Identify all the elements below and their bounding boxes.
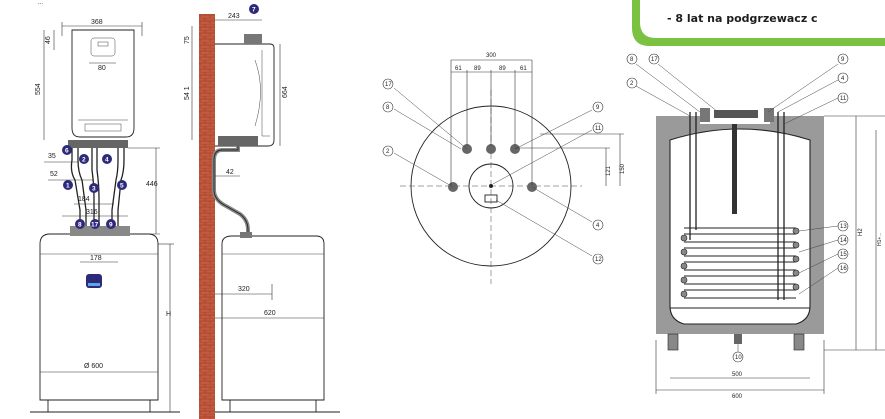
svg-text:9: 9 [596,105,600,111]
dim-diameter: Ø 600 [84,363,103,370]
dim-150: 150 [620,163,626,174]
svg-text:11: 11 [840,96,847,102]
svg-text:10: 10 [735,355,742,361]
dim-top: 46 [45,36,52,44]
dim-320: 320 [238,286,250,293]
side-view: 243 7 75 54 1 664 42 320 620 [184,4,340,419]
dim-664: 664 [282,86,289,98]
dim-316: 316 [86,209,98,216]
svg-text:5: 5 [120,183,124,190]
section-callouts: 8 17 9 2 4 11 13 14 15 16 10 [626,53,849,363]
dim-300: 300 [486,53,497,59]
svg-text:1: 1 [66,183,70,190]
dim-52: 52 [50,171,58,178]
svg-text:17: 17 [651,57,658,63]
dim-500: 500 [732,372,743,378]
dim-620: 620 [264,310,276,317]
dim-h2: H2 [858,228,864,236]
banner-text: - 8 lat na podgrzewacz c [667,12,818,25]
dim-89b: 89 [499,66,506,72]
svg-text:4: 4 [841,76,845,82]
dim-89a: 89 [474,66,481,72]
dim-178: 178 [90,255,102,262]
svg-text:16: 16 [840,266,847,272]
dim-h: H [166,311,171,318]
svg-text:9: 9 [109,222,113,229]
dim-541: 54 1 [184,86,191,100]
svg-text:8: 8 [386,105,390,111]
dim-600: 600 [732,394,743,400]
dim-height: 554 [35,83,42,95]
dim-80: 80 [98,65,106,72]
svg-text:13: 13 [840,224,847,230]
dim-width: 368 [91,19,103,26]
brick-wall [199,14,215,419]
svg-text:12: 12 [595,257,602,263]
dim-35: 35 [48,153,56,160]
svg-text:6: 6 [65,148,69,155]
dim-243: 243 [228,13,240,20]
warranty-banner: - 8 lat na podgrzewacz c [632,0,885,46]
svg-text:7: 7 [252,7,256,14]
dim-42: 42 [226,169,234,176]
svg-text:3: 3 [92,186,96,193]
svg-text:17: 17 [91,222,99,229]
svg-text:8: 8 [78,222,82,229]
svg-text:4: 4 [596,223,600,229]
svg-text:4: 4 [105,157,109,164]
svg-text:8: 8 [630,57,634,63]
front-view: 368 46 554 80 35 52 184 316 446 [30,19,180,413]
top-view: 300 61 89 89 61 121 150 17 8 9 11 2 4 12 [382,53,626,284]
dim-75: 75 [184,36,191,44]
heating-coil [680,227,800,299]
svg-text:17: 17 [385,82,392,88]
dim-61b: 61 [520,66,527,72]
section-view: 500 600 H2 H1+... 8 17 9 2 4 11 13 14 [626,53,885,400]
svg-text:2: 2 [82,157,86,164]
svg-text:2: 2 [386,149,390,155]
dim-121: 121 [606,165,612,176]
dim-h1: H1+... [877,233,883,246]
svg-text:2: 2 [630,81,634,87]
svg-text:14: 14 [840,238,847,244]
dim-184: 184 [78,196,90,203]
svg-text:11: 11 [595,126,602,132]
header-fragment: ... [38,0,43,6]
front-badges: 6 2 4 1 3 5 8 17 9 [62,145,127,229]
svg-text:9: 9 [841,57,845,63]
dim-61a: 61 [455,66,462,72]
svg-text:15: 15 [840,252,847,258]
dim-446: 446 [146,181,158,188]
